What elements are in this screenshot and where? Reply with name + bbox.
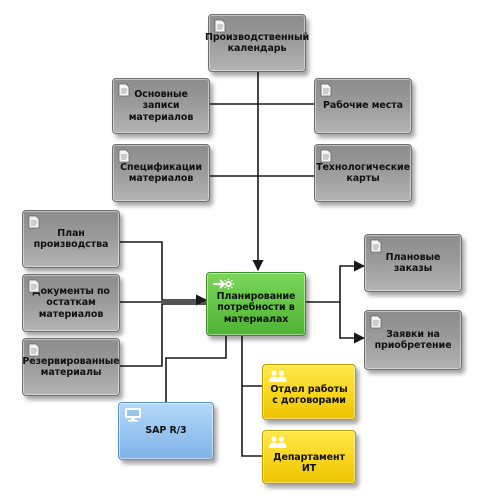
- node-label: Резервированные материалы: [22, 355, 120, 379]
- computer-icon: [125, 408, 141, 422]
- node-reserved-materials[interactable]: Резервированные материалы: [22, 338, 120, 396]
- document-icon: [118, 149, 130, 163]
- node-material-planning[interactable]: Планирование потребности в материалах: [206, 272, 306, 336]
- node-label: Департамент ИТ: [273, 451, 345, 475]
- node-planned-orders[interactable]: Плановые заказы: [364, 234, 462, 292]
- document-icon: [28, 215, 40, 229]
- connector-contracts-dept: [241, 336, 262, 387]
- node-label: Основные записи материалов: [128, 88, 194, 123]
- document-icon: [118, 83, 130, 97]
- document-icon: [28, 343, 40, 357]
- people-icon: [269, 436, 287, 448]
- node-sap-r3[interactable]: SAP R/3: [118, 402, 214, 460]
- node-stock-documents[interactable]: Документы по остаткам материалов: [22, 274, 120, 332]
- node-workplaces[interactable]: Рабочие места: [314, 78, 412, 134]
- node-tech-cards[interactable]: Технологические карты: [314, 144, 412, 202]
- node-purchase-requests[interactable]: Заявки на приобретение: [364, 310, 462, 370]
- connector-purchase-requests: [339, 302, 366, 344]
- node-contracts-department[interactable]: Отдел работы с договорами: [262, 364, 356, 420]
- node-label: Плановые заказы: [385, 251, 441, 275]
- node-label: SAP R/3: [145, 425, 187, 437]
- node-it-department[interactable]: Департамент ИТ: [262, 430, 356, 484]
- connector-production-plan: [120, 241, 208, 306]
- gear-arrow-icon: [213, 278, 234, 290]
- node-label: Спецификации материалов: [120, 161, 202, 185]
- node-label: Документы по остаткам материалов: [32, 285, 110, 320]
- connector-planned-orders: [306, 260, 366, 303]
- node-label: Рабочие места: [323, 100, 403, 112]
- document-icon: [320, 149, 332, 163]
- connector-it-dept: [241, 386, 262, 457]
- node-label: Производственный календарь: [204, 31, 310, 55]
- node-material-records[interactable]: Основные записи материалов: [112, 78, 210, 134]
- people-icon: [269, 370, 287, 382]
- document-icon: [320, 83, 332, 97]
- document-icon: [370, 315, 382, 329]
- document-icon: [28, 279, 40, 293]
- document-icon: [214, 19, 226, 33]
- node-label: План производства: [33, 227, 109, 251]
- node-label: Отдел работы с договорами: [270, 383, 348, 407]
- node-label: Технологические карты: [316, 161, 410, 185]
- connector-reserved-materials: [120, 303, 206, 367]
- node-label: Заявки на приобретение: [374, 328, 452, 352]
- connector-sap: [165, 336, 227, 402]
- node-specifications[interactable]: Спецификации материалов: [112, 144, 210, 202]
- document-icon: [370, 239, 382, 253]
- node-label: Планирование потребности в материалах: [216, 290, 296, 325]
- node-production-calendar[interactable]: Производственный календарь: [204, 14, 310, 72]
- node-production-plan[interactable]: План производства: [22, 210, 120, 268]
